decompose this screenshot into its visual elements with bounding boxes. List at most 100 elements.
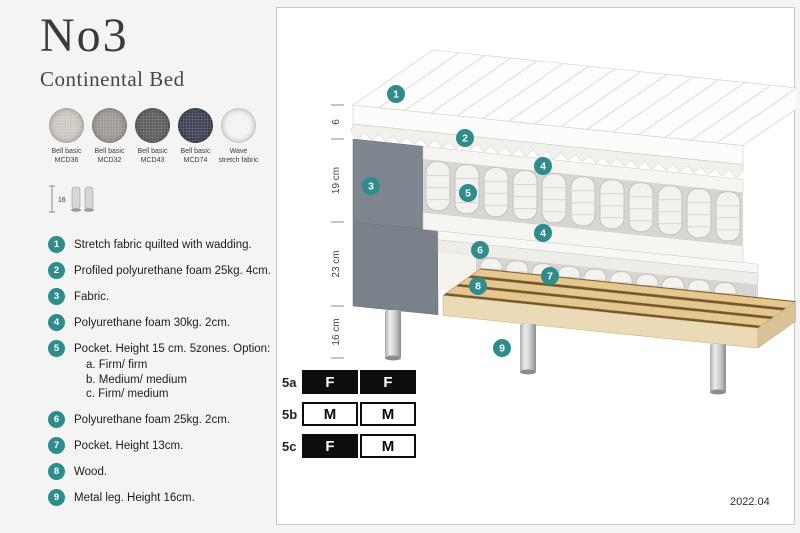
firmness-cell: F [302, 370, 358, 394]
svg-text:3: 3 [368, 181, 374, 193]
svg-text:4: 4 [540, 228, 546, 240]
item-text: Polyurethane foam 30kg. 2cm. [74, 317, 230, 329]
item-text: Wood. [74, 465, 108, 478]
item-sub-option-a: a. Firm/ firm [86, 359, 148, 372]
leg-cylinder [520, 324, 536, 372]
pocket-spring [628, 182, 654, 233]
item-text: Metal leg. Height 16cm. [74, 491, 195, 504]
list-item-8: 8 Wood. [48, 462, 280, 480]
mini-leg-foot [71, 208, 81, 212]
list-item-1: 1 Stretch fabric quilted with wadding. [48, 236, 280, 253]
wood-frame-rim-end [757, 300, 796, 349]
diagram-badge-5: 5 [459, 184, 477, 202]
item-number-badge: 9 [48, 488, 65, 506]
diagram-badge-3: 3 [362, 177, 380, 195]
leg-height-label: 16 [58, 197, 66, 204]
diagram-badge-4-bottom: 4 [534, 224, 552, 242]
bed-cutaway-diagram: 6 19 cm 23 cm 16 cm [331, 49, 796, 395]
svg-text:6: 6 [477, 245, 483, 257]
base-box [352, 221, 796, 349]
metal-legs [385, 310, 726, 395]
leg-cylinder [385, 310, 401, 358]
fabric-swatch-circle [92, 108, 127, 143]
item-number-badge: 7 [48, 436, 65, 454]
base-fabric-side [352, 221, 439, 316]
item-sub-options: a. Firm/ firm b. Medium/ medium c. Firm/… [74, 358, 270, 401]
diagram-badge-7: 7 [541, 267, 559, 285]
item-number-badge: 2 [48, 262, 65, 279]
firmness-row-5b: 5b M M [282, 402, 418, 426]
leg-cylinder [710, 344, 726, 392]
item-number-badge: 3 [48, 288, 65, 305]
diagram-badge-6: 6 [471, 241, 489, 259]
fabric-swatch-circle [178, 108, 213, 143]
pocket-spring [570, 176, 596, 227]
leg-foot [385, 355, 401, 361]
firmness-cell: M [360, 434, 416, 458]
diagram-badge-4-top: 4 [534, 157, 552, 175]
diagram-badge-8: 8 [469, 277, 487, 295]
leg-foot [520, 369, 536, 375]
metal-leg-left [385, 310, 401, 361]
svg-text:5: 5 [465, 188, 471, 200]
item-number-badge: 1 [48, 236, 65, 253]
item-number-badge: 6 [48, 410, 65, 428]
dimension-label-upper-mattress: 19 cm [331, 167, 342, 194]
firmness-row-label: 5c [282, 438, 297, 454]
fabric-swatch-circle [49, 108, 84, 143]
item-text: Fabric. [74, 291, 110, 303]
metal-leg-front [520, 324, 536, 375]
item-number-badge: 4 [48, 314, 65, 331]
header: No3 Continental Bed [40, 9, 185, 92]
item-text: Stretch fabric quilted with wadding. [74, 239, 252, 251]
dimension-ruler: 6 19 cm 23 cm 16 cm [331, 104, 344, 359]
list-item-3: 3 Fabric. [48, 288, 280, 305]
pocket-spring [541, 173, 567, 224]
mini-leg [84, 186, 94, 210]
firmness-row-5c: 5c F M [282, 434, 418, 458]
list-item-7: 7 Pocket. Height 13cm. [48, 436, 280, 454]
upper-foam-bottom-layer [422, 212, 744, 263]
dimension-label-legs: 16 cm [331, 318, 342, 345]
list-item-6: 6 Polyurethane foam 25kg. 2cm. [48, 410, 280, 428]
fabric-swatch-circle [221, 108, 256, 143]
svg-text:1: 1 [393, 89, 399, 101]
fabric-swatch-circle [135, 108, 170, 143]
svg-text:8: 8 [475, 281, 481, 293]
svg-text:7: 7 [547, 271, 553, 283]
list-item-5: 5 Pocket. Height 15 cm. 5zones. Option: … [48, 340, 280, 402]
mini-leg [71, 186, 81, 210]
svg-text:2: 2 [462, 133, 468, 145]
metal-leg-right [710, 344, 726, 395]
item-text: Profiled polyurethane foam 25kg. 4cm. [74, 265, 271, 277]
list-item-9: 9 Metal leg. Height 16cm. [48, 488, 280, 506]
item-text: Polyurethane foam 25kg. 2cm. [74, 413, 230, 426]
version-label: 2022.04 [730, 496, 770, 508]
pocket-spring [483, 167, 509, 218]
list-item-4: 4 Polyurethane foam 30kg. 2cm. [48, 314, 280, 331]
dimension-label-base: 23 cm [331, 250, 342, 277]
firmness-options: 5a F F 5b M M 5c F M [282, 370, 418, 466]
mini-leg-foot [84, 208, 94, 212]
firmness-cell: M [302, 402, 358, 426]
diagram-badge-2: 2 [456, 129, 474, 147]
item-sub-option-b: b. Medium/ medium [86, 373, 187, 386]
svg-text:4: 4 [540, 161, 546, 173]
profiled-foam-zigzag [350, 123, 744, 179]
quilt-stitch-lines [353, 50, 796, 146]
item-text-main: Pocket. Height 15 cm. 5zones. Option: [74, 343, 271, 355]
firmness-row-5a: 5a F F [282, 370, 418, 394]
firmness-cell: F [302, 434, 358, 458]
item-text: Pocket. Height 13cm. [74, 439, 184, 452]
